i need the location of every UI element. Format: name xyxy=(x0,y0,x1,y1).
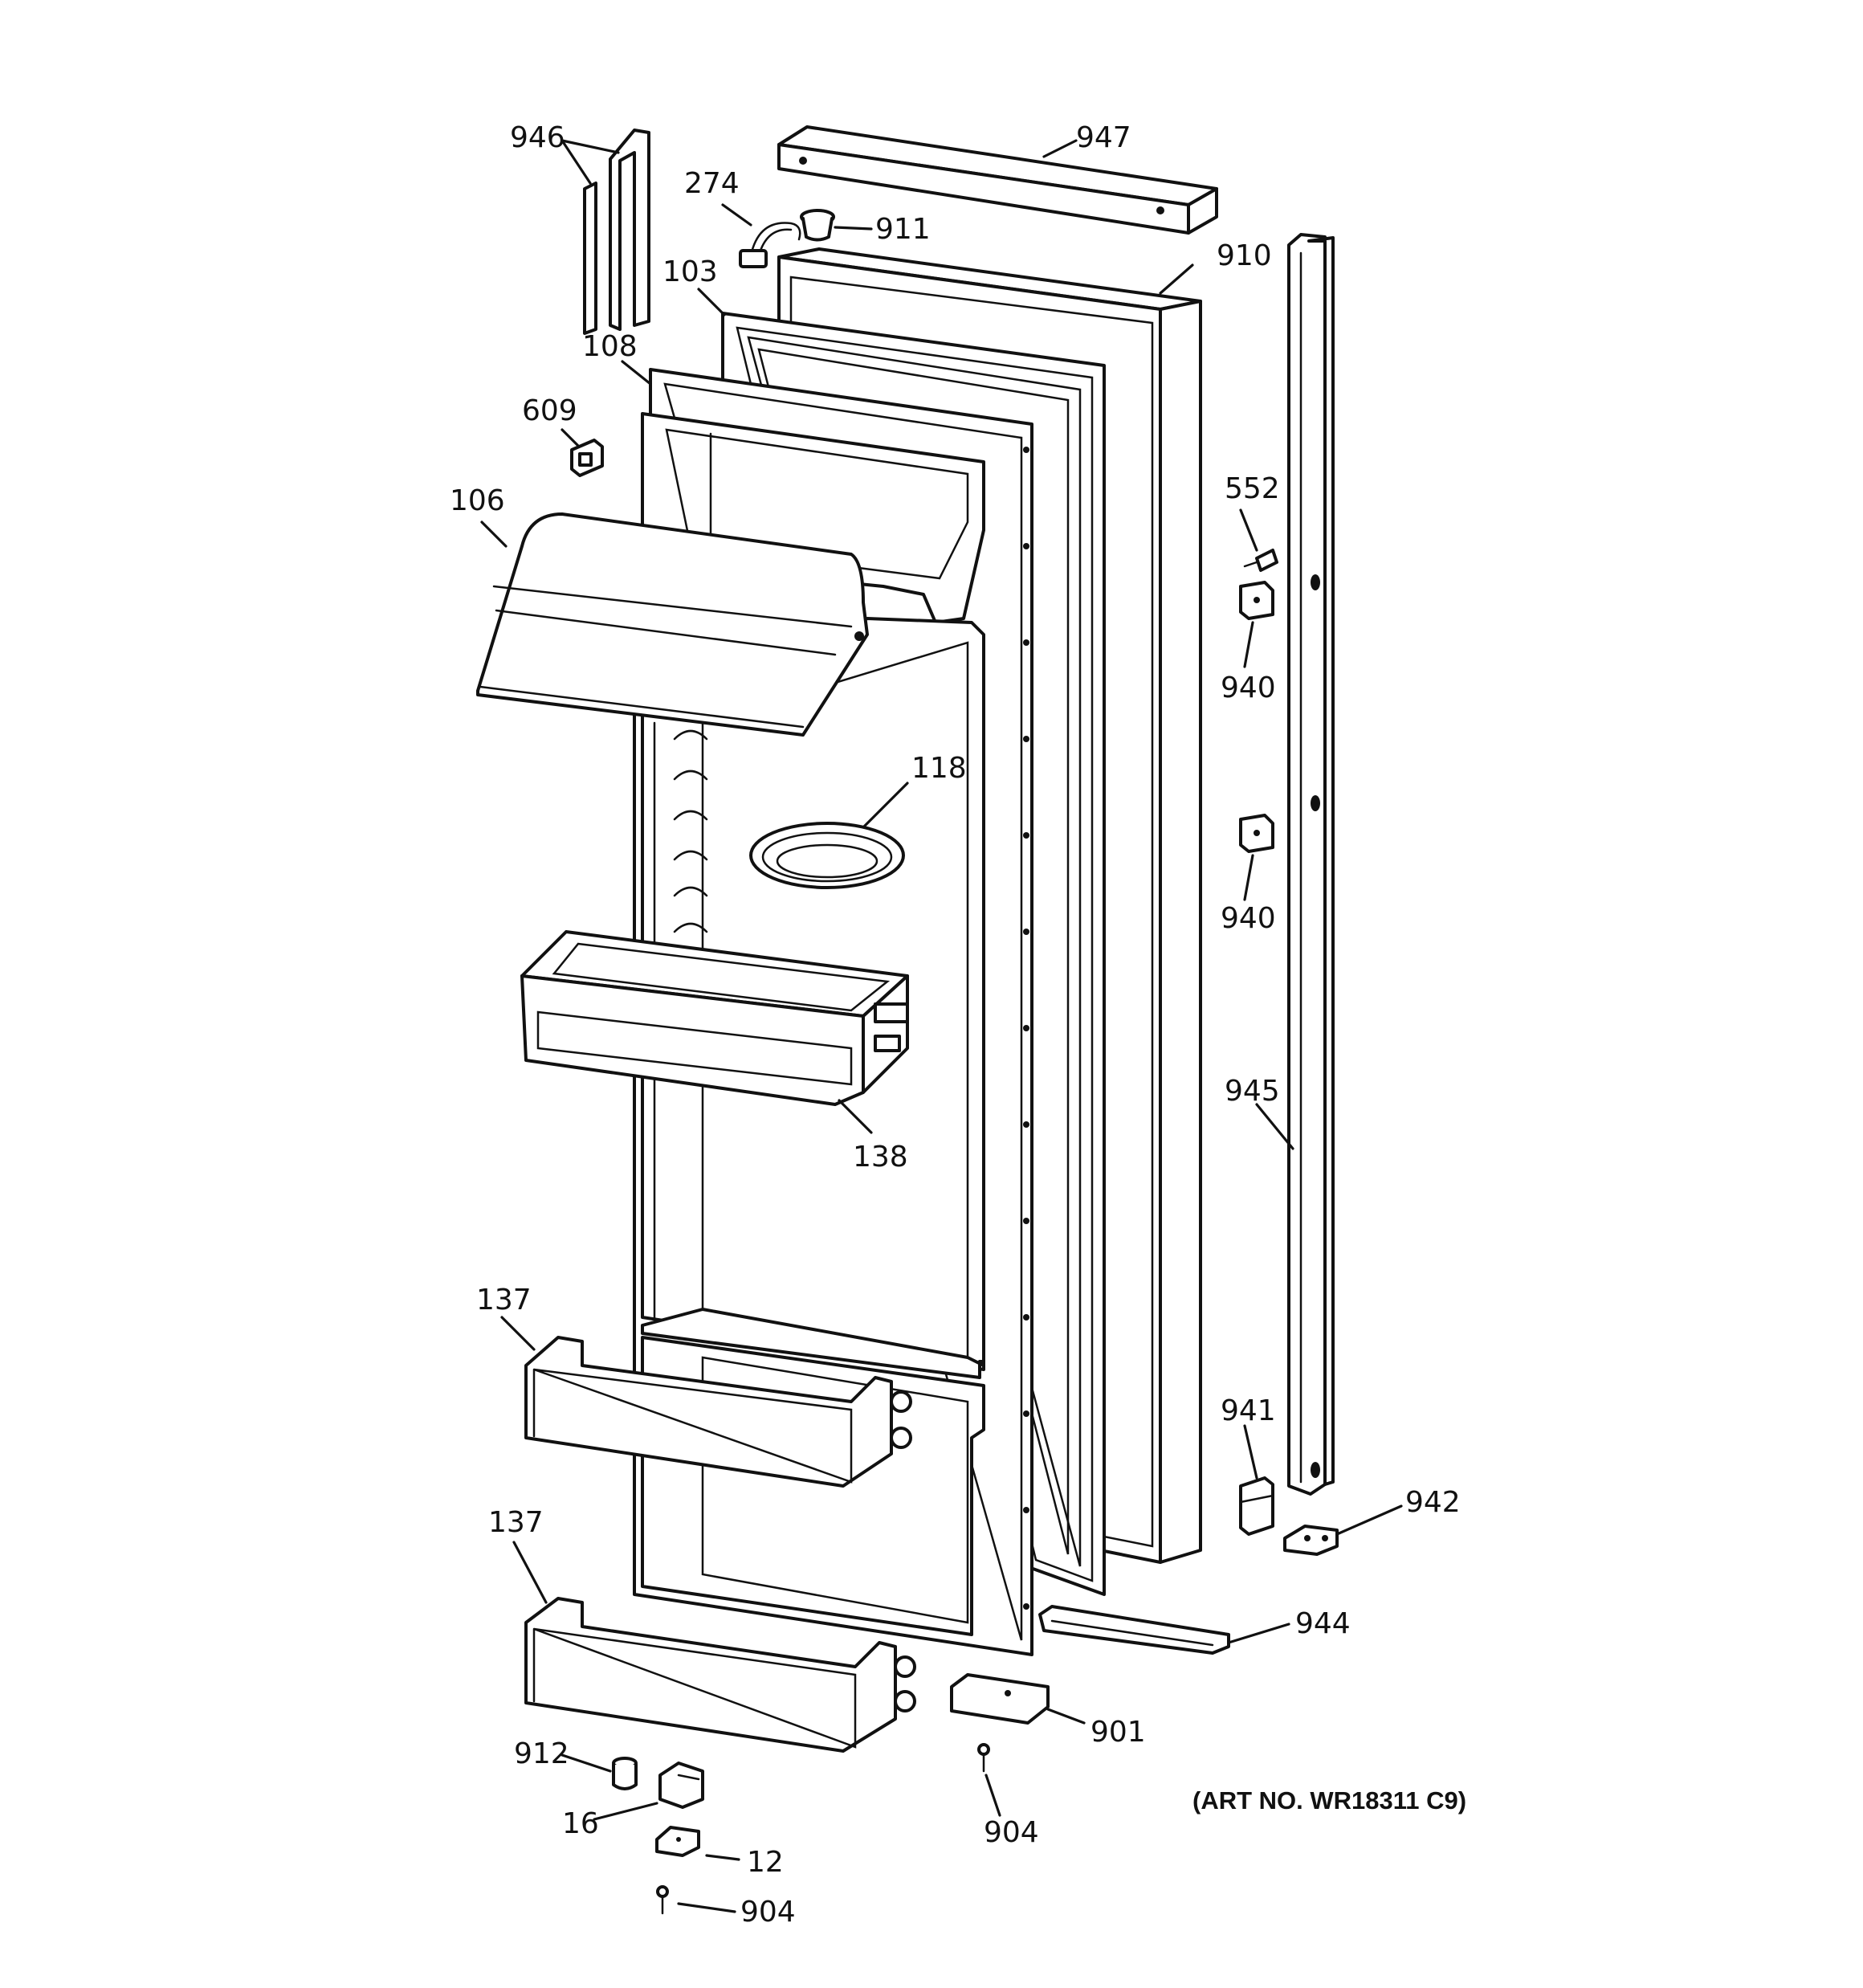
leader-946-b xyxy=(561,139,592,185)
hinge-942 xyxy=(1283,1525,1339,1556)
leader-118 xyxy=(862,782,909,829)
leader-lines xyxy=(480,139,1403,1913)
tray-118 xyxy=(749,822,905,889)
callout-106: 106 xyxy=(450,484,505,517)
callout-946: 946 xyxy=(510,121,565,154)
leader-940-upper xyxy=(1243,621,1254,668)
cam-16 xyxy=(658,1761,704,1809)
callout-912: 912 xyxy=(514,1737,569,1770)
leader-941 xyxy=(1243,1424,1258,1480)
leader-137-lower xyxy=(512,1541,548,1604)
leader-12 xyxy=(705,1854,740,1861)
callout-940-upper: 940 xyxy=(1221,672,1276,704)
screw-552 xyxy=(1243,549,1278,572)
bracket-940-upper xyxy=(1239,581,1274,620)
bushing-912 xyxy=(612,1757,638,1790)
screw-904-bottom xyxy=(656,1885,669,1915)
callout-118: 118 xyxy=(911,752,967,785)
callout-274: 274 xyxy=(684,167,740,200)
leader-911 xyxy=(834,226,873,231)
leader-945 xyxy=(1255,1103,1294,1150)
leader-103 xyxy=(697,288,726,316)
bottom-rail-944 xyxy=(1038,1605,1230,1655)
leader-106 xyxy=(480,520,508,548)
callout-552: 552 xyxy=(1225,472,1280,505)
door-top-cap-947 xyxy=(777,125,1218,235)
leader-904-bottom xyxy=(677,1902,736,1913)
leader-16 xyxy=(593,1802,658,1821)
leader-904-center xyxy=(984,1774,1001,1817)
screw-904-center xyxy=(977,1743,990,1773)
callout-16: 16 xyxy=(562,1807,599,1840)
callout-137-upper: 137 xyxy=(476,1284,532,1316)
callout-910: 910 xyxy=(1217,239,1272,272)
leader-910 xyxy=(1159,263,1194,295)
callout-942: 942 xyxy=(1405,1486,1461,1519)
callout-137-lower: 137 xyxy=(488,1506,544,1539)
art-number: (ART NO. WR18311 C9) xyxy=(1192,1786,1466,1815)
leader-901 xyxy=(1046,1708,1086,1725)
callout-941: 941 xyxy=(1221,1394,1276,1427)
leader-108 xyxy=(621,360,652,386)
leader-912 xyxy=(561,1753,612,1773)
callout-911: 911 xyxy=(875,213,931,246)
callout-940-lower: 940 xyxy=(1221,902,1276,935)
callout-108: 108 xyxy=(582,330,638,363)
wire-harness-274 xyxy=(739,222,801,268)
hinge-plate-12 xyxy=(655,1826,700,1857)
switch-609 xyxy=(570,439,604,477)
bracket-940-lower xyxy=(1239,814,1274,853)
callout-904-center: 904 xyxy=(984,1816,1039,1849)
callout-12: 12 xyxy=(747,1846,784,1879)
door-rail-945 xyxy=(1287,233,1335,1496)
callout-947: 947 xyxy=(1076,121,1131,154)
shelf-bin-138 xyxy=(520,930,909,1106)
leader-946-a xyxy=(561,139,620,154)
door-bin-137-upper xyxy=(524,1336,912,1488)
leader-947 xyxy=(1042,139,1078,158)
leader-274 xyxy=(721,203,752,227)
callout-945: 945 xyxy=(1225,1075,1280,1108)
leader-609 xyxy=(561,428,580,447)
hinge-bracket-941 xyxy=(1239,1476,1274,1536)
leader-944 xyxy=(1227,1623,1290,1644)
callout-103: 103 xyxy=(662,255,718,288)
dairy-door-106 xyxy=(476,512,869,737)
callout-901: 901 xyxy=(1090,1716,1146,1749)
callout-138: 138 xyxy=(853,1141,908,1174)
plug-911 xyxy=(800,209,835,242)
leader-552 xyxy=(1239,508,1258,552)
leader-940-lower xyxy=(1243,854,1254,901)
callout-609: 609 xyxy=(522,394,577,427)
door-bin-137-lower xyxy=(524,1597,916,1753)
door-trim-946 xyxy=(583,129,650,335)
callout-944: 944 xyxy=(1295,1607,1351,1640)
leader-137-upper xyxy=(500,1316,536,1351)
leader-138 xyxy=(838,1099,873,1134)
callout-904-bottom: 904 xyxy=(740,1896,796,1929)
leader-942 xyxy=(1335,1504,1403,1536)
callout-labels: 946 947 274 911 910 103 108 609 106 552 … xyxy=(450,121,1466,1929)
handle-cap-901 xyxy=(950,1673,1050,1725)
